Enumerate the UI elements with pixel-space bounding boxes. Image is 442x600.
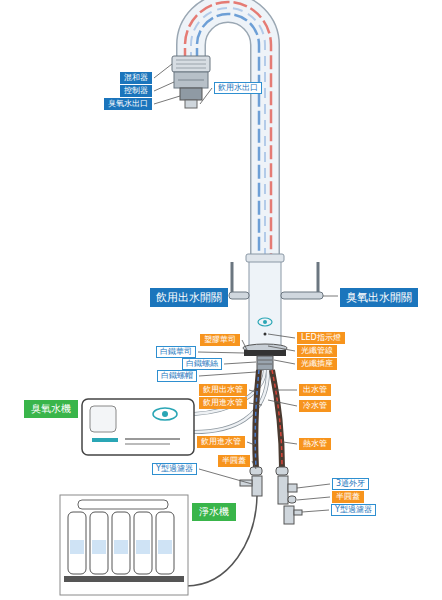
part-label: 光纖插座: [297, 358, 337, 370]
part-label: Y型過濾器: [331, 504, 376, 516]
label-text: 飲用進水管: [201, 437, 241, 447]
ozone-machine: [82, 399, 194, 455]
label-text: 混和器: [124, 73, 148, 83]
label-text: 臭氧水出口: [108, 99, 148, 109]
label-text: 白鐵華司: [160, 347, 192, 357]
part-label: 光纖管線: [297, 345, 337, 357]
switch-label: 飲用出水開關: [150, 288, 228, 307]
label-text: 飲用出水管: [203, 385, 243, 395]
part-label: 飲用水出口: [214, 82, 262, 94]
switch-label: 臭氧出水開關: [340, 288, 418, 307]
label-text: 白鐵螺帽: [161, 371, 193, 381]
label-text: 飲用出水開關: [156, 291, 222, 304]
label-text: 光纖管線: [301, 346, 333, 356]
label-text: 控制器: [124, 86, 148, 96]
label-text: Y型過濾器: [156, 464, 193, 474]
faucet-head: [172, 56, 210, 108]
part-label: 出水管: [299, 384, 331, 396]
label-text: 冷水管: [303, 401, 327, 411]
part-label: 半圓蓋: [218, 455, 250, 467]
label-text: 半圓蓋: [336, 492, 360, 502]
part-label: 控制器: [120, 85, 152, 97]
hoses: [186, 370, 282, 586]
machine-label: 臭氧水機: [24, 400, 78, 418]
part-label: 白鐵螺帽: [157, 370, 197, 382]
label-text: 熱水管: [303, 439, 327, 449]
part-label: 半圓蓋: [332, 491, 364, 503]
label-text: 臭氧水機: [31, 403, 71, 415]
part-label: 白鐵螺絲: [182, 358, 222, 370]
part-label: 混和器: [120, 72, 152, 84]
part-label: 臭氧水出口: [104, 98, 152, 110]
part-label: 白鐵華司: [156, 346, 196, 358]
label-text: 淨水機: [199, 506, 229, 518]
part-label: LED指示燈: [297, 332, 345, 344]
part-label: 塑膠華司: [200, 334, 240, 346]
label-text: 塑膠華司: [204, 335, 236, 345]
part-label: 飲用進水管: [199, 397, 247, 409]
fittings: [240, 467, 302, 524]
part-label: 熱水管: [299, 438, 331, 450]
part-label: 飲用進水管: [197, 436, 245, 448]
label-text: 飲用水出口: [218, 83, 258, 93]
label-text: 出水管: [303, 385, 327, 395]
label-text: 光纖插座: [301, 359, 333, 369]
label-text: 半圓蓋: [222, 456, 246, 466]
gooseneck-pipe: [185, 2, 271, 258]
part-label: 飲用出水管: [199, 384, 247, 396]
label-text: 白鐵螺絲: [186, 359, 218, 369]
label-text: Y型過濾器: [335, 505, 372, 515]
part-label: 3通外牙: [332, 478, 369, 490]
label-text: 臭氧出水開關: [346, 291, 412, 304]
part-label: 冷水管: [299, 400, 331, 412]
label-text: 3通外牙: [336, 479, 365, 489]
machine-label: 淨水機: [192, 503, 236, 521]
label-text: 飲用進水管: [203, 398, 243, 408]
part-label: Y型過濾器: [152, 463, 197, 475]
water-purifier: [60, 495, 188, 595]
label-text: LED指示燈: [301, 333, 341, 343]
